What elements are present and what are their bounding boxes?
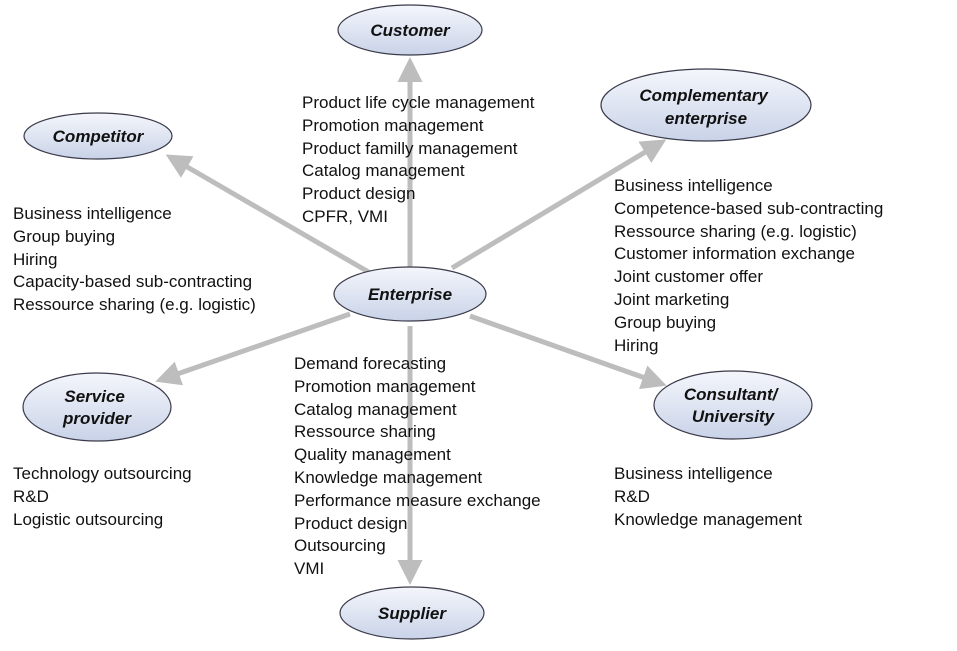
node-consultant-university: Consultant/ University bbox=[653, 370, 813, 440]
node-competitor-ellipse bbox=[23, 112, 173, 160]
node-supplier-label: Supplier bbox=[378, 604, 447, 623]
node-enterprise: Enterprise bbox=[333, 266, 487, 322]
list-item: Outsourcing bbox=[294, 536, 386, 556]
list-item: Product design bbox=[294, 513, 408, 533]
list-item: Hiring bbox=[614, 335, 659, 355]
list-item: Knowledge management bbox=[614, 509, 803, 529]
list-item: Demand forecasting bbox=[294, 354, 447, 373]
list-item: Competence-based sub-contracting bbox=[614, 198, 884, 218]
list-item: Ressource sharing (e.g. logistic) bbox=[614, 221, 857, 241]
list-item: CPFR, VMI bbox=[302, 206, 388, 226]
list-item: Capacity-based sub-contracting bbox=[13, 272, 253, 292]
list-item: Business intelligence bbox=[13, 204, 172, 223]
list-item: Group buying bbox=[13, 226, 116, 246]
node-complementary-line-1: Complementary bbox=[639, 86, 769, 105]
arrow-to-service-provider bbox=[155, 311, 351, 386]
node-service-provider-line-1: Service bbox=[64, 387, 125, 406]
list-item: Technology outsourcing bbox=[13, 464, 192, 483]
list-item: Quality management bbox=[294, 445, 451, 465]
list-item: Product design bbox=[302, 184, 416, 204]
list-item: Logistic outsourcing bbox=[13, 509, 164, 529]
list-item: Knowledge management bbox=[294, 467, 483, 487]
list-item: Business intelligence bbox=[614, 176, 773, 195]
list-item: Product life cycle management bbox=[302, 93, 535, 112]
node-consultant-line-1: Consultant/ bbox=[684, 385, 780, 404]
list-item: Hiring bbox=[13, 249, 58, 269]
node-complementary-enterprise: Complementary enterprise bbox=[600, 68, 812, 142]
list-item: R&D bbox=[13, 486, 49, 506]
node-complementary-enterprise-label: Complementary enterprise bbox=[639, 86, 772, 128]
list-item: Catalog management bbox=[294, 399, 457, 419]
list-item: Business intelligence bbox=[614, 464, 773, 483]
node-consultant-university-ellipse bbox=[653, 370, 813, 440]
node-service-provider-line-2: provider bbox=[62, 409, 132, 428]
list-item: Group buying bbox=[614, 312, 717, 332]
node-competitor: Competitor bbox=[23, 112, 173, 160]
list-item: Catalog management bbox=[302, 161, 465, 181]
node-service-provider-ellipse bbox=[22, 372, 172, 442]
arrows bbox=[155, 57, 667, 585]
node-consultant-university-label: Consultant/ University bbox=[684, 385, 782, 426]
arrow-to-competitor bbox=[165, 154, 374, 277]
list-item: Product familly management bbox=[302, 138, 518, 158]
list-item: Performance measure exchange bbox=[294, 490, 541, 510]
list-item: Joint customer offer bbox=[614, 267, 763, 287]
node-complementary-enterprise-ellipse bbox=[600, 68, 812, 142]
list-item: R&D bbox=[614, 486, 650, 506]
list-item: Ressource sharing bbox=[294, 422, 436, 442]
list-item: Customer information exchange bbox=[614, 244, 855, 264]
arrow-to-consultant-university bbox=[469, 313, 667, 390]
node-enterprise-ellipse bbox=[333, 266, 487, 322]
node-service-provider: Service provider bbox=[22, 372, 172, 442]
node-competitor-label: Competitor bbox=[53, 127, 145, 146]
list-item: Ressource sharing (e.g. logistic) bbox=[13, 295, 256, 315]
node-supplier: Supplier bbox=[339, 586, 485, 640]
list-item: Joint marketing bbox=[614, 289, 730, 309]
arrow-to-complementary-enterprise bbox=[450, 139, 667, 271]
node-complementary-line-2: enterprise bbox=[665, 109, 747, 128]
node-customer: Customer bbox=[337, 4, 483, 56]
node-consultant-line-2: University bbox=[692, 407, 776, 426]
list-item: Promotion management bbox=[302, 115, 484, 135]
node-service-provider-label: Service provider bbox=[62, 387, 132, 428]
node-customer-label: Customer bbox=[370, 21, 451, 40]
node-customer-ellipse bbox=[337, 4, 483, 56]
node-supplier-ellipse bbox=[339, 586, 485, 640]
node-enterprise-label: Enterprise bbox=[368, 285, 452, 304]
list-item: VMI bbox=[294, 559, 325, 579]
list-item: Promotion management bbox=[294, 376, 476, 396]
